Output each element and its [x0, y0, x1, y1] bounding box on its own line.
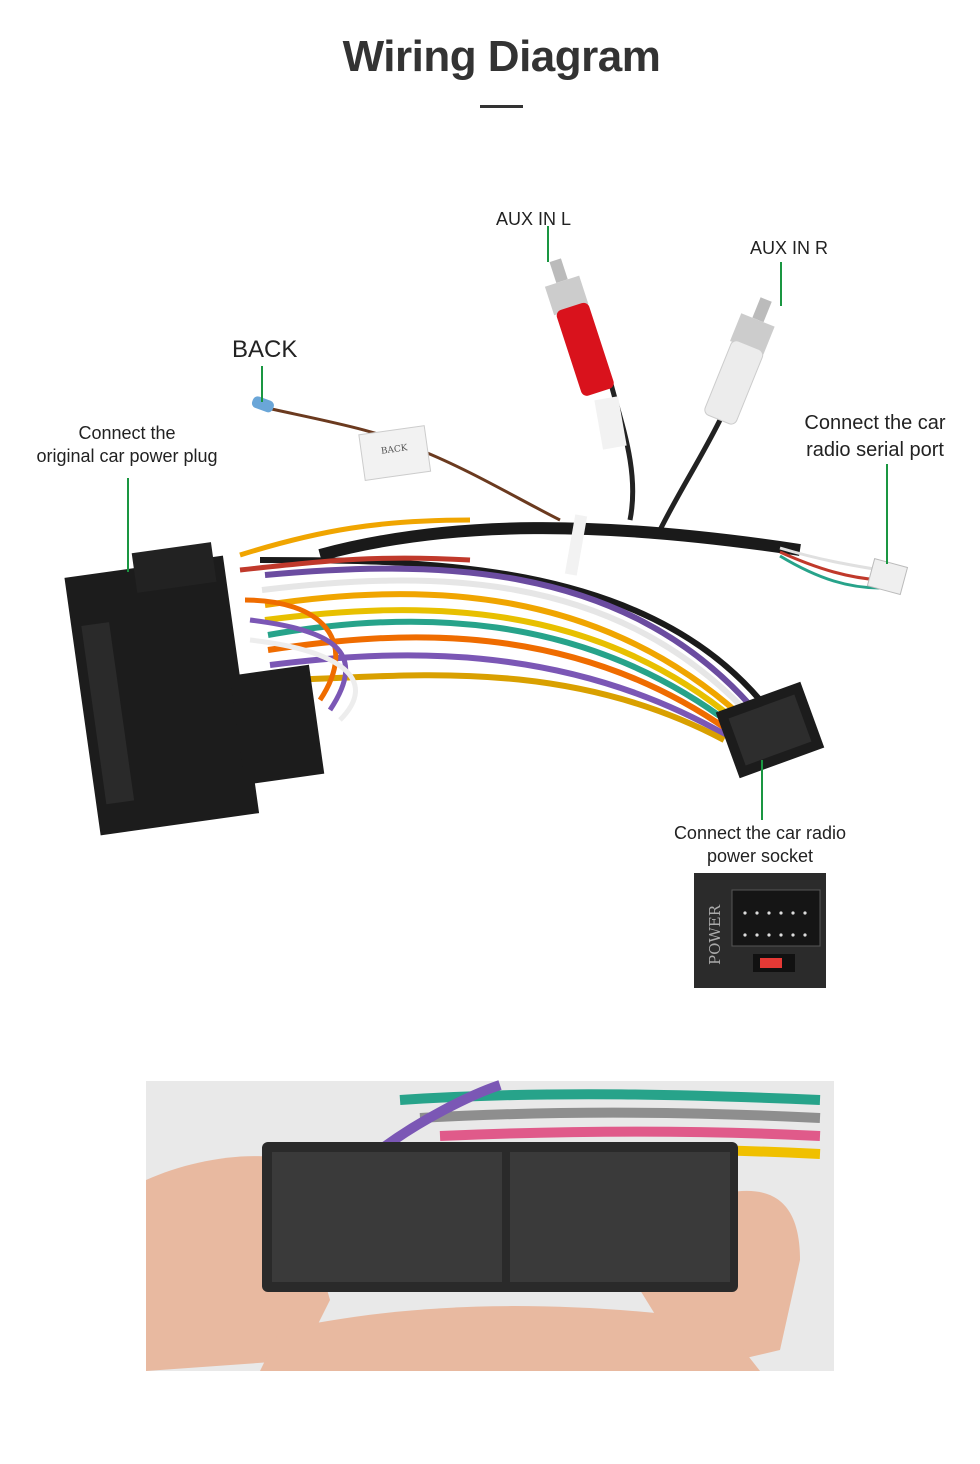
inset-power-text: POWER — [706, 904, 724, 965]
power-socket-inset: POWER — [694, 873, 826, 988]
power-socket-label-line1: Connect the car radio — [673, 823, 847, 843]
aux-in-r-label: AUX IN R — [750, 238, 829, 258]
title-underline — [480, 105, 523, 108]
serial-port-label-line2: radio serial port — [806, 439, 944, 461]
power-socket-leader-line — [761, 760, 763, 820]
hands-holding-connector-photo — [146, 1080, 834, 1371]
rca-red-plug — [544, 258, 614, 396]
car-power-plug-leader-line — [127, 478, 129, 572]
power-socket-label: Connect the car radio power socket — [650, 822, 870, 868]
rca-white-plug — [704, 297, 775, 425]
aux-in-l-leader-line — [547, 226, 549, 262]
car-power-plug — [64, 542, 325, 836]
page-title: Wiring Diagram — [342, 32, 661, 81]
radio-power-socket — [715, 681, 825, 779]
serial-port-label: Connect the car radio serial port — [795, 410, 955, 464]
aux-in-l-label: AUX IN L — [496, 209, 572, 229]
aux-l-tag — [594, 396, 627, 450]
car-power-plug-label-line2: original car power plug — [36, 446, 218, 466]
back-label: BACK — [232, 336, 298, 363]
back-tag: BACK — [358, 425, 432, 481]
power-socket-label-line2: power socket — [706, 846, 814, 866]
serial-port-connector — [866, 558, 909, 596]
back-leader-line — [261, 366, 263, 402]
back-tag-text: BACK — [380, 443, 408, 457]
cable-tie — [564, 514, 588, 576]
aux-in-r-leader-line — [780, 262, 782, 306]
serial-port-label-line1: Connect the car — [804, 412, 946, 434]
car-power-plug-label: Connect the original car power plug — [22, 422, 232, 468]
serial-port-leader-line — [886, 464, 888, 564]
car-power-plug-label-line1: Connect the — [78, 423, 176, 443]
